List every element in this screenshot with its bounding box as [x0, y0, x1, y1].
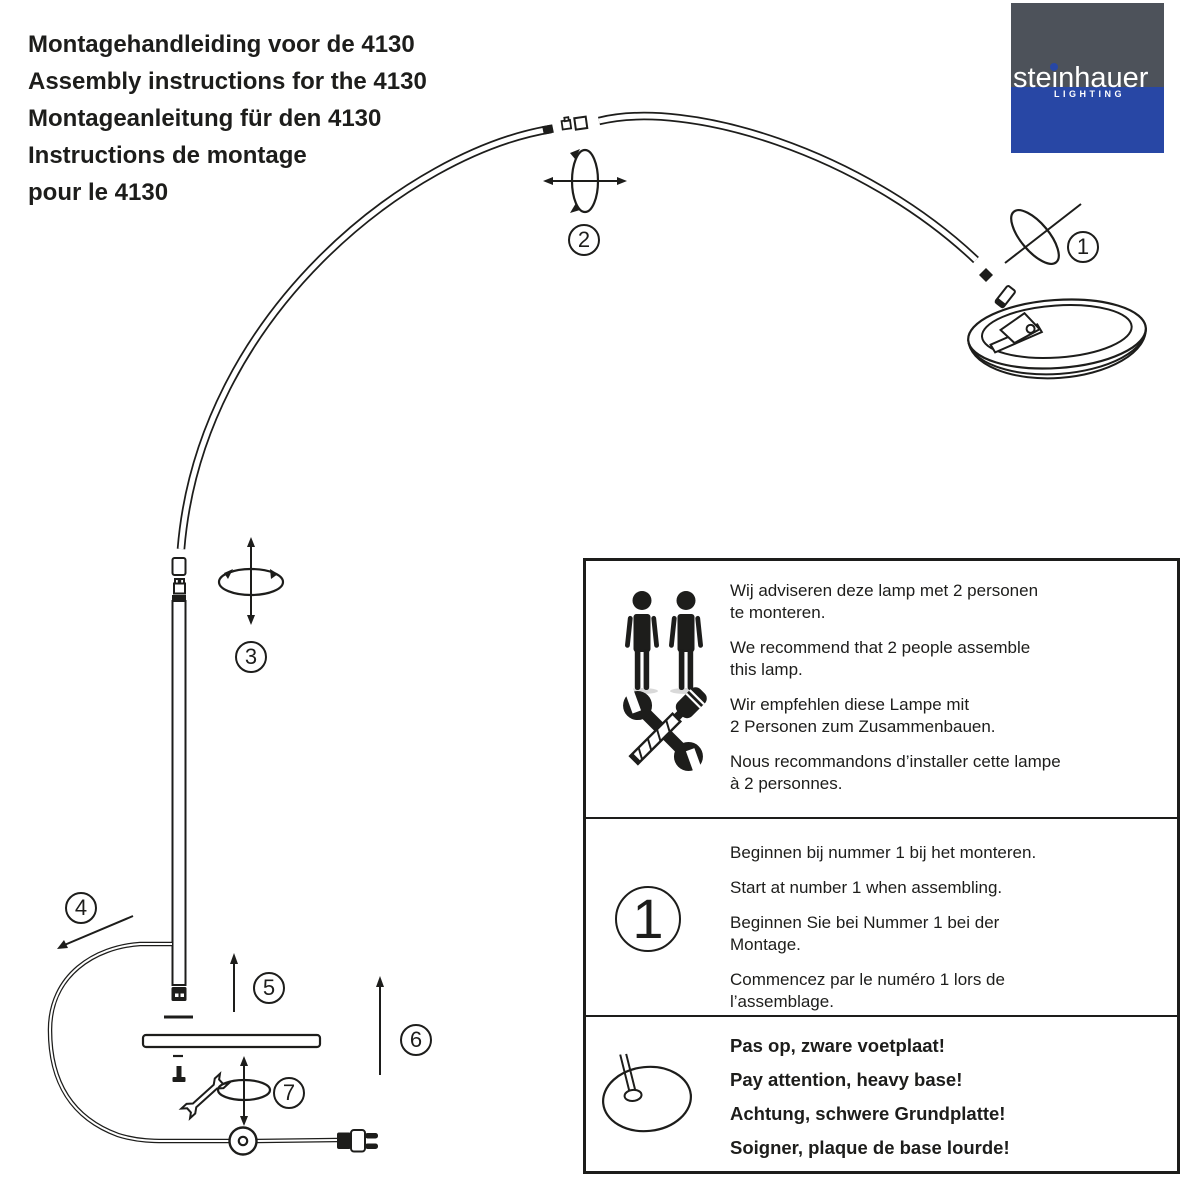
rotation-symbol-3 [217, 537, 285, 625]
warning-nl: Pas op, zware voetplaat! [730, 1035, 945, 1056]
step-marker-4: 4 [65, 892, 97, 924]
arc-connector-parts [560, 115, 589, 131]
table-row-text-2: Beginnen bij nummer 1 bij het monteren. … [730, 842, 1166, 1026]
base-plate [141, 1033, 322, 1049]
step-marker-1: 1 [1067, 231, 1099, 263]
arc-tube-left [176, 124, 554, 550]
step-number: 5 [262, 975, 276, 1000]
power-plug [337, 1129, 378, 1153]
title-line-en: Assembly instructions for the 4130 [28, 68, 427, 95]
paragraph-fr: Commencez par le numéro 1 lors de l’asse… [730, 970, 1005, 1011]
table-divider-2 [586, 1015, 1177, 1017]
title-line-nl: Montagehandleiding voor de 4130 [28, 31, 415, 58]
tools-icon [623, 685, 707, 776]
pole-joint-parts [171, 557, 187, 601]
paragraph-de: Beginnen Sie bei Nummer 1 bei der Montag… [730, 913, 1000, 954]
warning-en: Pay attention, heavy base! [730, 1069, 963, 1090]
bolt-icon [172, 1054, 186, 1082]
direction-arrow-4 [57, 915, 134, 949]
step-number: 1 [1076, 234, 1090, 259]
paragraph-de: Wir empfehlen diese Lampe mit 2 Personen… [730, 695, 996, 736]
rotation-symbol-7 [216, 1056, 272, 1126]
warning-de: Achtung, schwere Grundplatte! [730, 1103, 1006, 1124]
step-marker-5: 5 [253, 972, 285, 1004]
step-marker-6: 6 [400, 1024, 432, 1056]
person-icon [625, 591, 659, 690]
heavy-base-icon [602, 1053, 692, 1133]
logo-blue-panel [1011, 87, 1164, 153]
screwdriver-icon [628, 687, 707, 766]
rotation-symbol-2 [543, 148, 627, 214]
step-number: 7 [282, 1080, 296, 1105]
lamp-shade-ring [967, 298, 1147, 380]
wrench-icon [178, 1071, 232, 1121]
paragraph-en: We recommend that 2 people assemble this… [730, 638, 1031, 679]
circled-one-label: 1 [632, 887, 664, 950]
foot-switch [228, 1126, 258, 1156]
table-row-text-1: Wij adviseren deze lamp met 2 personen t… [730, 580, 1166, 808]
pole-bottom-connector [164, 987, 193, 1019]
paragraph-nl: Beginnen bij nummer 1 bij het monteren. [730, 843, 1037, 862]
step-marker-2: 2 [568, 224, 600, 256]
pole [171, 600, 187, 986]
title-line-de: Montageanleitung für den 4130 [28, 105, 382, 132]
shade-bracket [989, 311, 1044, 354]
paragraph-en: Start at number 1 when assembling. [730, 878, 1003, 897]
paragraph-nl: Wij adviseren deze lamp met 2 personen t… [730, 581, 1039, 622]
instructions-table: 1 Wij adviseren deze lamp met 2 personen… [583, 558, 1180, 1174]
paragraph-fr: Nous recommandons d’installer cette lamp… [730, 752, 1061, 793]
step-number: 6 [409, 1027, 423, 1052]
step-marker-7: 7 [273, 1077, 305, 1109]
logo-gray-panel [1011, 3, 1164, 87]
steinhauer-logo: steinhauer LIGHTING [1011, 3, 1164, 153]
warning-fr: Soigner, plaque de base lourde! [730, 1137, 1010, 1158]
direction-arrow-6 [376, 976, 384, 1075]
person-icon [669, 591, 703, 690]
table-divider-1 [586, 817, 1177, 819]
logo-tagline: LIGHTING [1054, 89, 1125, 99]
page-title: Montagehandleiding voor de 4130 Assembly… [28, 26, 427, 211]
shade-connector-parts [979, 268, 1016, 309]
power-cable [47, 941, 339, 1144]
step-number: 3 [244, 644, 258, 669]
arc-tube-right [597, 111, 979, 264]
title-line-fr: Instructions de montage pour le 4130 [28, 142, 307, 206]
step-number: 2 [577, 227, 591, 252]
table-row-text-3: Pas op, zware voetplaat! Pay attention, … [730, 1029, 1166, 1165]
circled-number-one-icon: 1 [615, 886, 681, 952]
step-marker-3: 3 [235, 641, 267, 673]
step-number: 4 [74, 895, 88, 920]
rotation-symbol-1 [1004, 203, 1082, 265]
logo-i-dot [1050, 63, 1058, 71]
direction-arrow-5 [230, 953, 238, 1012]
logo-brand-text: steinhauer [1013, 62, 1149, 94]
two-people-and-tools-icon [623, 591, 707, 776]
